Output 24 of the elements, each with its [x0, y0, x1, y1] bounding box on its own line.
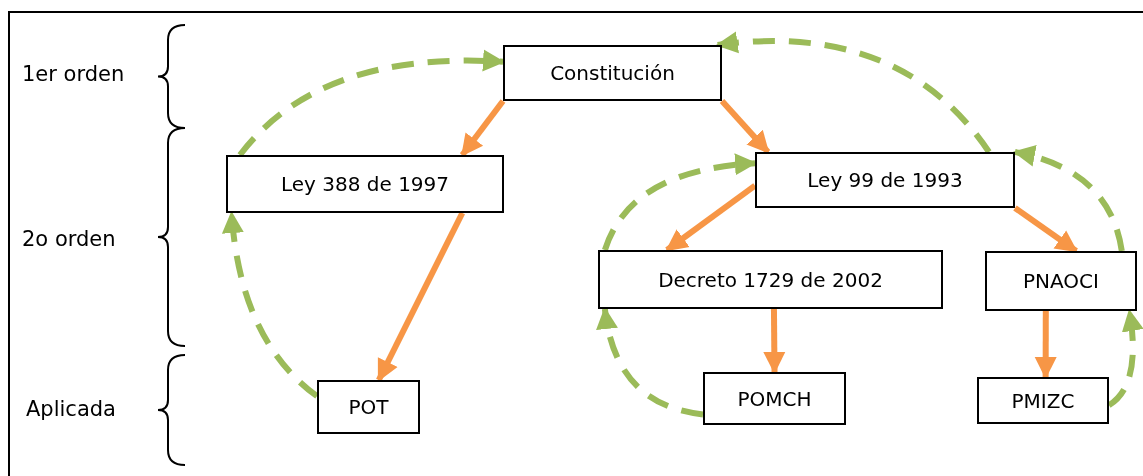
arrow — [1013, 205, 1078, 254]
text-box: Ley 388 de 1997 — [226, 155, 504, 213]
arrow — [719, 99, 771, 154]
arrow — [237, 50, 505, 157]
arrow — [459, 99, 506, 157]
arrow — [602, 153, 757, 252]
level-label: 2o orden — [22, 226, 116, 253]
text-box: Ley 99 de 1993 — [755, 152, 1015, 208]
level-label: Aplicada — [26, 396, 116, 423]
arrow — [715, 32, 992, 154]
text-box: PMIZC — [977, 377, 1109, 424]
arrow — [1034, 311, 1057, 379]
text-box: Constitución — [503, 45, 722, 101]
text-box: POMCH — [703, 372, 846, 425]
arrow — [376, 211, 465, 382]
arrow — [596, 307, 704, 418]
arrow — [1013, 145, 1125, 252]
arrow — [763, 308, 786, 374]
text-box: PNAOCI — [985, 251, 1137, 311]
arrow — [222, 211, 319, 399]
text-box: Decreto 1729 de 2002 — [598, 250, 943, 309]
level-label: 1er orden — [22, 61, 125, 88]
arrow — [665, 183, 757, 253]
text-box: POT — [317, 380, 420, 434]
